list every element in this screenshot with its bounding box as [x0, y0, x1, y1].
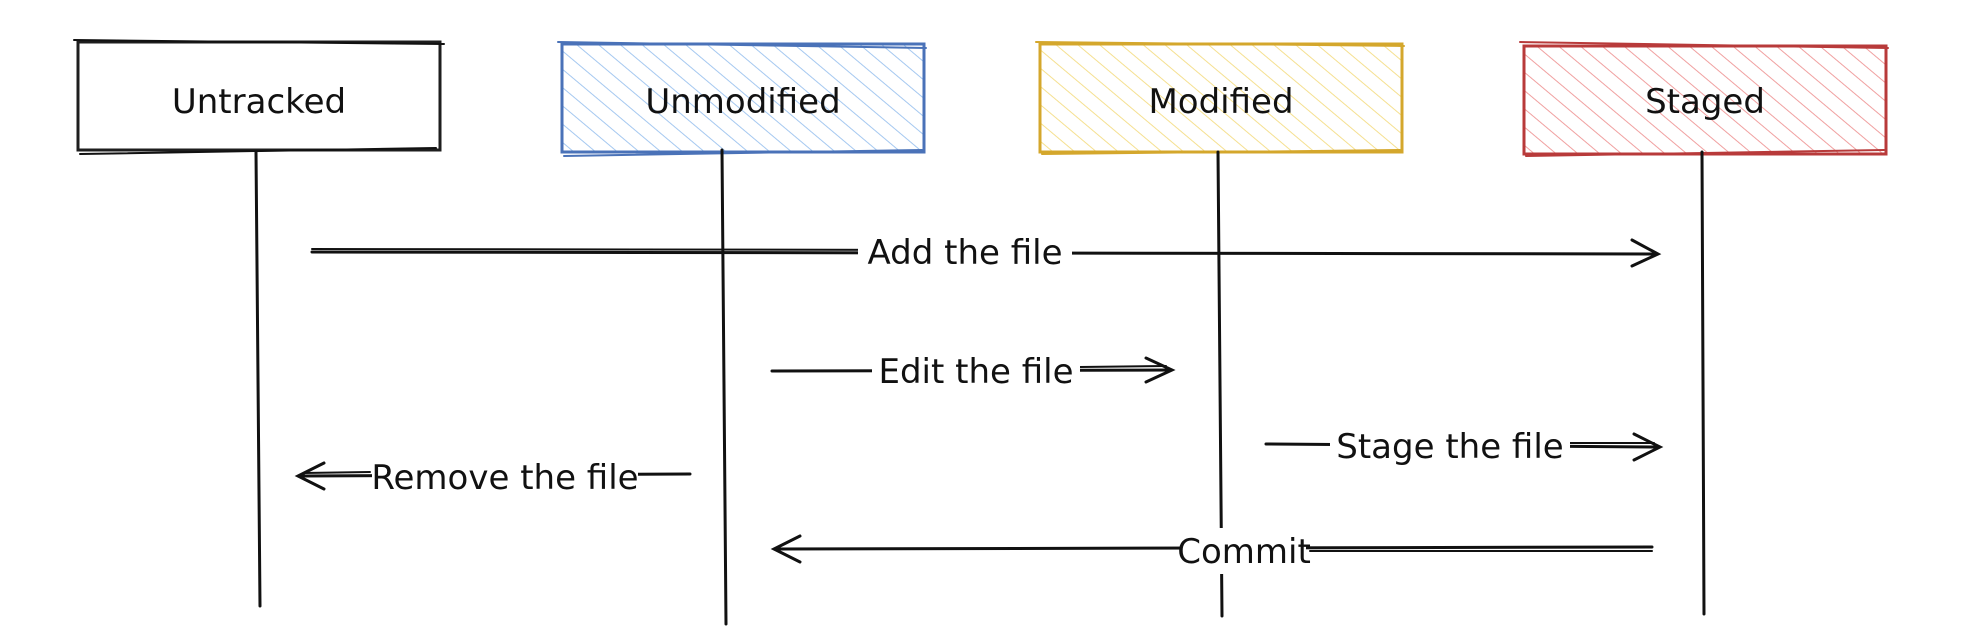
state-staged: Staged [1519, 41, 1889, 157]
state-untracked-label: Untracked [172, 82, 346, 122]
arrowhead-right-icon [1144, 356, 1176, 384]
state-unmodified: Unmodified [557, 41, 927, 157]
transition-add-the-file: Add the file [310, 228, 1662, 274]
transition-stage-the-file: Stage the file [1264, 422, 1664, 468]
state-staged-label: Staged [1645, 82, 1765, 122]
arrowhead-left-icon [770, 534, 802, 564]
transition-commit: Commit [770, 528, 1654, 574]
arrowhead-right-icon [1632, 432, 1664, 462]
state-modified-label: Modified [1148, 82, 1293, 122]
lifeline-untracked [254, 150, 262, 608]
lifeline-unmodified [720, 148, 728, 626]
transition-label: Edit the file [878, 352, 1073, 392]
transition-remove-the-file: Remove the file [294, 454, 692, 500]
state-modified: Modified [1035, 41, 1405, 155]
transition-label: Remove the file [371, 458, 638, 498]
state-modified-box [1038, 42, 1404, 154]
lifeline-staged [1700, 150, 1706, 616]
transition-edit-the-file: Edit the file [770, 348, 1176, 394]
state-unmodified-label: Unmodified [645, 82, 840, 122]
state-untracked: Untracked [73, 39, 445, 155]
arrowhead-left-icon [294, 461, 326, 491]
transition-label: Add the file [867, 233, 1062, 273]
arrowhead-right-icon [1630, 238, 1662, 268]
transition-label: Commit [1177, 532, 1311, 572]
transition-label: Stage the file [1336, 427, 1563, 467]
